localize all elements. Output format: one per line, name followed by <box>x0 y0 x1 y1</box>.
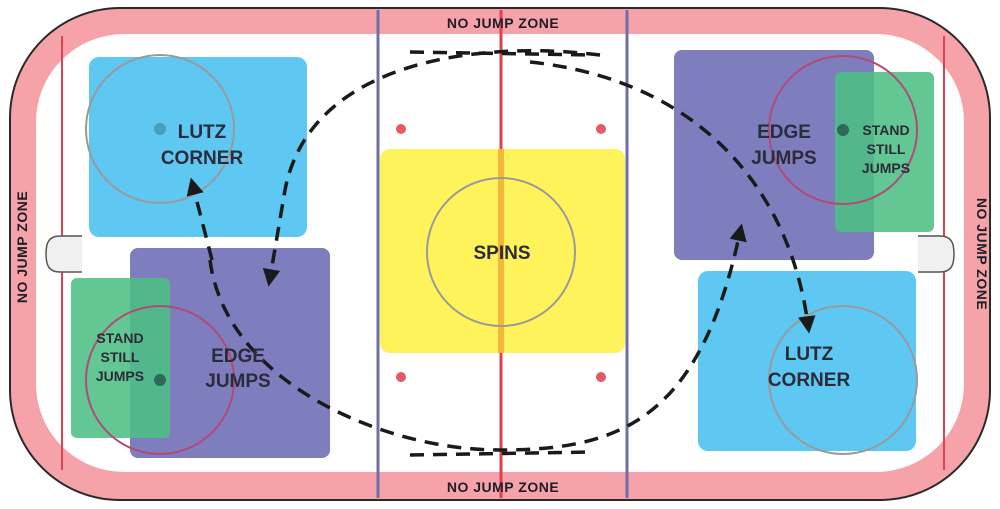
path-loop-right-top <box>529 60 816 334</box>
path-loop-left-bottom <box>208 223 747 452</box>
faceoff-dot <box>837 124 849 136</box>
no-jump-zone-label-top: NO JUMP ZONE <box>447 15 559 31</box>
lutz-corner-left-label-line1: LUTZ <box>178 122 227 143</box>
stand-still-zone-right <box>835 72 934 232</box>
goal-net-left <box>45 235 82 273</box>
edge-jumps-left-label-line1: EDGE <box>211 346 265 367</box>
center-circle <box>426 177 576 327</box>
faceoff-dot <box>154 374 166 386</box>
faceoff-circle <box>768 305 918 455</box>
stand-still-left-label-line3: JUMPS <box>96 368 144 384</box>
stand-still-right-label-line1: STAND <box>862 122 909 138</box>
lutz-corner-right-label-line1: LUTZ <box>785 344 834 365</box>
no-jump-zone-label-right: NO JUMP ZONE <box>974 198 990 310</box>
path-loop-top-left <box>262 49 601 287</box>
stand-still-left-label-line1: STAND <box>96 330 143 346</box>
stand-still-zone-left <box>71 278 170 438</box>
lutz-corner-right-label-line2: CORNER <box>768 370 851 391</box>
faceoff-circle <box>85 54 235 204</box>
path-bottom-straight <box>409 450 591 457</box>
edge-jumps-right-label-line2: JUMPS <box>751 148 816 169</box>
spins-zone-center-stripe <box>498 149 504 353</box>
lutz-corner-zone-right <box>698 271 916 451</box>
no-jump-zone-label-left: NO JUMP ZONE <box>14 191 30 303</box>
path-left-up <box>186 177 214 261</box>
stand-still-left-label-line2: STILL <box>101 349 140 365</box>
edge-jumps-zone-left <box>130 248 330 458</box>
faceoff-circle <box>768 55 918 205</box>
no-jump-zone-label-bottom: NO JUMP ZONE <box>447 479 559 495</box>
faceoff-dot <box>396 124 406 134</box>
goal-net-right <box>918 235 955 273</box>
skating-path <box>186 49 816 457</box>
stand-still-right-label-line3: JUMPS <box>862 160 910 176</box>
faceoff-dot <box>396 372 406 382</box>
faceoff-dot <box>154 123 166 135</box>
edge-jumps-left-label-line2: JUMPS <box>205 371 270 392</box>
lutz-corner-zone-left <box>89 57 307 237</box>
stand-still-right-label-line2: STILL <box>867 141 906 157</box>
path-top-straight <box>409 50 591 57</box>
spins-label: SPINS <box>473 243 530 264</box>
edge-jumps-right-label-line1: EDGE <box>757 122 811 143</box>
faceoff-dot <box>596 124 606 134</box>
faceoff-circle <box>85 305 235 455</box>
faceoff-dot <box>596 372 606 382</box>
lutz-corner-left-label-line2: CORNER <box>161 148 244 169</box>
